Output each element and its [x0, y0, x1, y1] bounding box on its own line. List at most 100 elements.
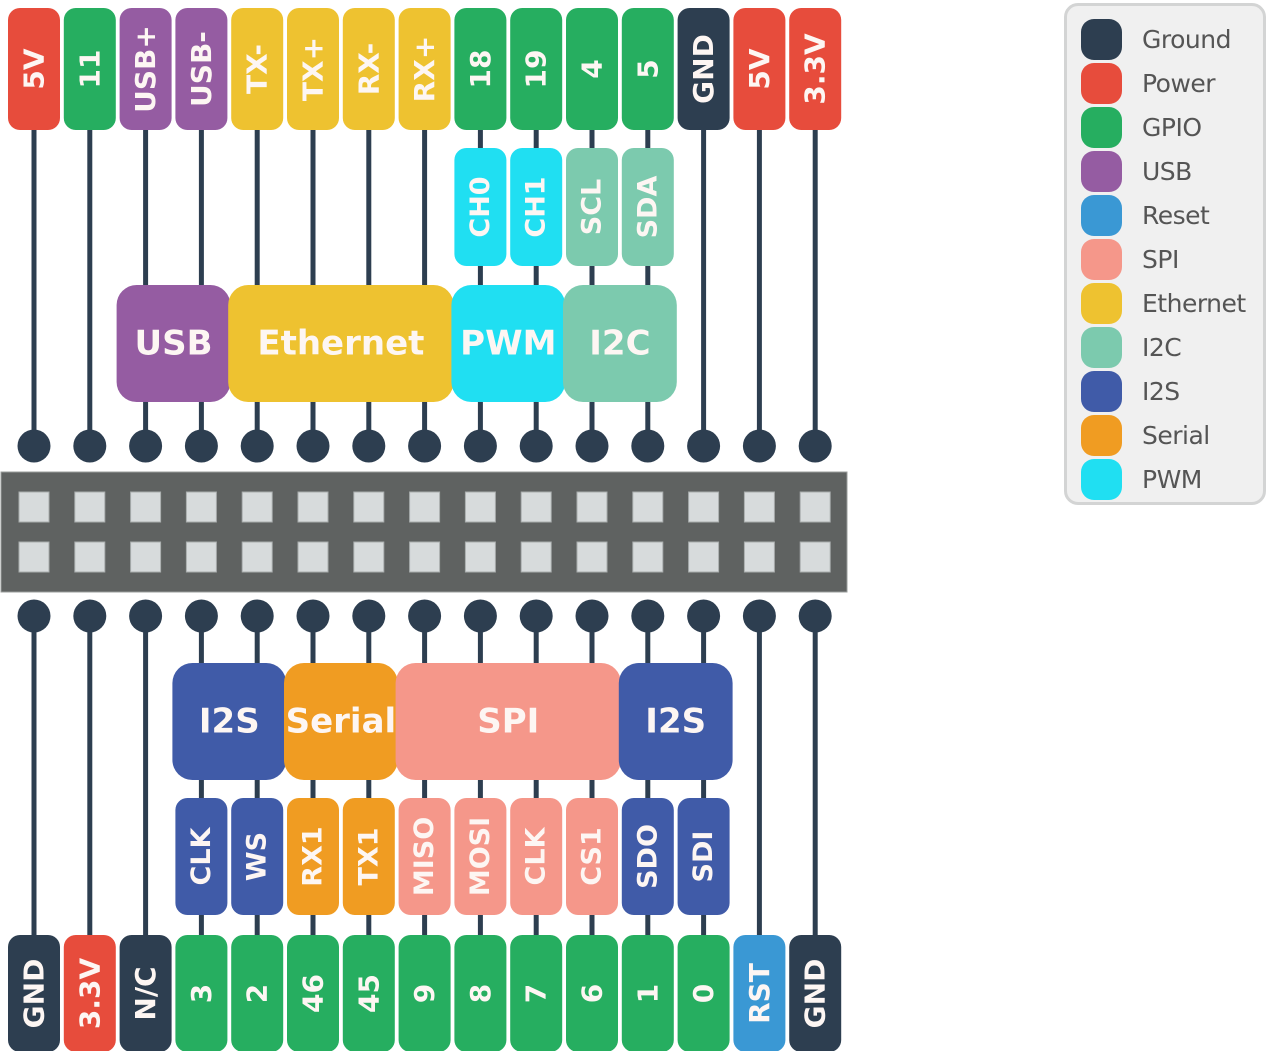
bottom-pin-0-box — [677, 935, 730, 1051]
top-pin-5v-box — [733, 8, 786, 130]
top-func-ch1: CH1 — [510, 148, 563, 266]
top-pin-5-text: 5 — [631, 59, 664, 78]
bottom-pin-n-c: N/C — [119, 935, 172, 1051]
bottom-group-spi-text: SPI — [477, 702, 539, 742]
bottom-pin-gnd-text: GND — [799, 959, 832, 1029]
bottom-pin-dot — [798, 599, 832, 633]
bottom-pin-dot — [408, 599, 442, 633]
bottom-pin-rst-text: RST — [743, 963, 776, 1024]
bottom-pin-9: 9 — [398, 935, 451, 1051]
legend-item-reset: Reset — [1081, 194, 1210, 236]
bottom-group-i2s-text: I2S — [199, 702, 260, 742]
legend-swatch — [1081, 326, 1122, 368]
top-group-pwm: PWM — [451, 285, 566, 402]
bottom-func-mosi-box — [454, 798, 507, 915]
top-pin-5v-text: 5V — [743, 48, 776, 89]
top-pin-5v: 5V — [8, 8, 60, 130]
top-pin-gnd: GND — [677, 8, 730, 130]
top-pin-rx: RX- — [342, 8, 395, 130]
bottom-func-sdo: SDO — [621, 798, 674, 915]
bottom-pin-dot — [631, 599, 665, 633]
bottom-pin-dot — [296, 599, 330, 633]
top-func-ch0-text: CH0 — [465, 176, 496, 237]
legend-label: USB — [1142, 156, 1192, 186]
header-pin-socket — [464, 541, 496, 573]
header-pin-socket — [409, 541, 441, 573]
legend-swatch — [1081, 150, 1122, 192]
top-pin-tx: TX+ — [287, 8, 339, 130]
bottom-group-serial: Serial — [284, 663, 398, 780]
top-pin-3-3v: 3.3V — [789, 8, 842, 130]
bottom-pin-3-3v: 3.3V — [63, 935, 116, 1051]
bottom-pin-rst: RST — [733, 935, 786, 1051]
top-func-sda: SDA — [621, 148, 674, 266]
legend-label: SPI — [1142, 244, 1179, 274]
bottom-pin-gnd-text: GND — [18, 959, 51, 1029]
legend-swatch — [1081, 106, 1122, 148]
top-pin-dot — [184, 429, 218, 463]
header-pin-socket — [241, 491, 273, 523]
top-function-labels: CH0 CH1 SCL SDA — [454, 148, 674, 266]
top-pin-tx-text: TX+ — [297, 37, 330, 101]
bottom-func-rx1-text: RX1 — [298, 826, 329, 886]
bottom-pin-9-text: 9 — [408, 984, 441, 1003]
top-func-scl-text: SCL — [577, 179, 608, 235]
top-group-usb: USB — [116, 285, 231, 402]
header-pin-socket — [353, 491, 385, 523]
top-pin-11-box — [63, 8, 116, 130]
top-func-sda-text: SDA — [632, 176, 663, 239]
top-pin-tx-box — [231, 8, 284, 130]
bottom-func-sdo-text: SDO — [632, 824, 663, 889]
bottom-group-spi-box — [395, 663, 621, 780]
top-pin-5v: 5V — [733, 8, 786, 130]
bottom-pin-3-box — [175, 935, 228, 1051]
header-pin-socket — [799, 541, 831, 573]
bottom-pin-2-box — [231, 935, 284, 1051]
bottom-pin-dot — [17, 599, 51, 633]
bottom-pin-dot — [184, 599, 218, 633]
bottom-pin-1: 1 — [621, 935, 674, 1051]
top-group-pwm-text: PWM — [460, 324, 556, 364]
legend-label: I2C — [1142, 332, 1182, 362]
bottom-pin-gnd: GND — [8, 935, 60, 1051]
top-pin-dot — [352, 429, 386, 463]
bottom-func-miso: MISO — [398, 798, 451, 915]
bottom-group-serial-box — [284, 663, 398, 780]
bottom-func-miso-text: MISO — [409, 817, 440, 896]
bottom-func-clk-text: CLK — [521, 826, 552, 885]
top-func-sda-box — [621, 148, 674, 266]
top-pin-usb: USB+ — [119, 8, 172, 130]
top-pin-19-box — [510, 8, 563, 130]
top-pin-usb: USB- — [175, 8, 228, 130]
legend-item-pwm: PWM — [1081, 458, 1202, 500]
legend-item-power: Power — [1081, 62, 1216, 104]
bottom-pin-8: 8 — [454, 935, 507, 1051]
legend-item-i2c: I2C — [1081, 326, 1182, 368]
top-pin-11: 11 — [63, 8, 116, 130]
bottom-group-serial-text: Serial — [286, 702, 397, 742]
bottom-group-i2s-box — [618, 663, 733, 780]
bottom-pin-9-box — [398, 935, 451, 1051]
top-pin-usb-text: USB+ — [129, 25, 162, 113]
header-pin-socket — [353, 541, 385, 573]
header-pin-socket — [18, 541, 50, 573]
header-pin-socket — [632, 491, 664, 523]
bottom-pin-1-text: 1 — [631, 984, 664, 1003]
legend-item-i2s: I2S — [1081, 370, 1180, 412]
top-pin-11-text: 11 — [73, 50, 106, 89]
header-pin-socket — [74, 541, 106, 573]
bottom-pin-dot — [352, 599, 386, 633]
legend-label: Power — [1142, 68, 1216, 98]
bottom-func-tx1-box — [342, 798, 395, 915]
header-pin-socket — [688, 541, 720, 573]
bottom-pin-2-text: 2 — [241, 984, 274, 1003]
bottom-pin-dot — [742, 599, 776, 633]
bottom-pin-3-3v-text: 3.3V — [73, 958, 106, 1030]
legend-label: Ground — [1142, 24, 1231, 54]
top-pin-18: 18 — [454, 8, 507, 130]
top-pin-dot — [631, 429, 665, 463]
bottom-func-ws-text: WS — [242, 832, 273, 881]
legend-swatch — [1081, 18, 1122, 60]
